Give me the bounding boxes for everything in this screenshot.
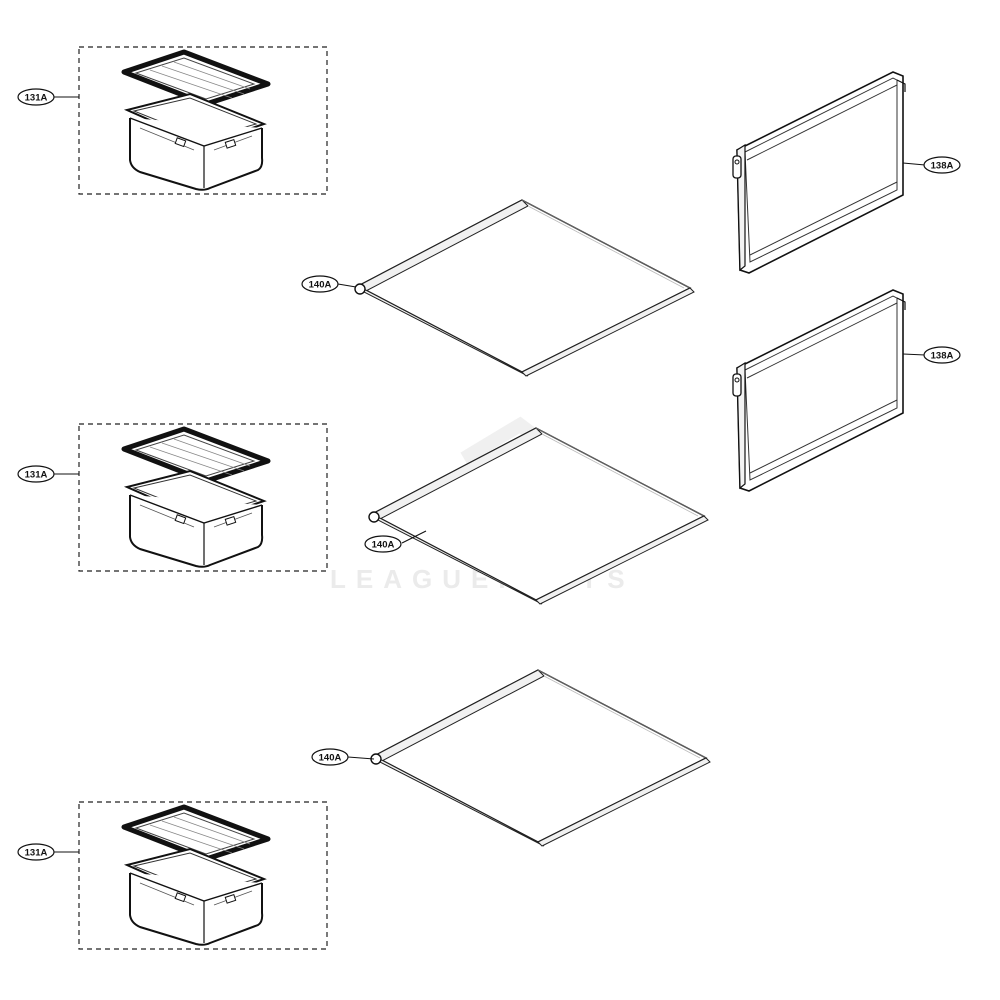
- callout-label: 140A: [309, 280, 332, 291]
- cover-panel-group-1: 138A: [732, 71, 961, 274]
- cover-panel-illustration: [732, 289, 906, 492]
- callout-label: 131A: [25, 470, 48, 481]
- callout-label: 131A: [25, 93, 48, 104]
- glass-shelf-group-2: 140A: [364, 427, 709, 605]
- callout-label: 131A: [25, 848, 48, 859]
- glass-shelf-illustration: [370, 669, 711, 847]
- callout-label: 140A: [372, 540, 395, 551]
- crisper-drawer-illustration: [124, 52, 268, 190]
- callout-131a[interactable]: 131A: [17, 465, 55, 483]
- glass-shelf-group-3: 140A: [311, 669, 711, 847]
- callout-140a[interactable]: 140A: [311, 748, 349, 766]
- glass-shelf-illustration: [354, 199, 695, 377]
- crisper-drawer-group-2: 131A: [17, 423, 328, 572]
- crisper-drawer-illustration: [124, 807, 268, 945]
- callout-140a[interactable]: 140A: [364, 535, 402, 553]
- crisper-drawer-group-3: 131A: [17, 801, 328, 950]
- cover-panel-illustration: [732, 71, 906, 274]
- cover-panel-group-2: 138A: [732, 289, 961, 492]
- callout-138a[interactable]: 138A: [923, 346, 961, 364]
- glass-shelf-group-1: 140A: [301, 199, 695, 377]
- callout-label: 138A: [931, 161, 954, 172]
- crisper-drawer-group-1: 131A: [17, 46, 328, 195]
- callout-138a[interactable]: 138A: [923, 156, 961, 174]
- callout-label: 140A: [319, 753, 342, 764]
- callout-label: 138A: [931, 351, 954, 362]
- crisper-drawer-illustration: [124, 429, 268, 567]
- callout-131a[interactable]: 131A: [17, 88, 55, 106]
- callout-140a[interactable]: 140A: [301, 275, 339, 293]
- callout-131a[interactable]: 131A: [17, 843, 55, 861]
